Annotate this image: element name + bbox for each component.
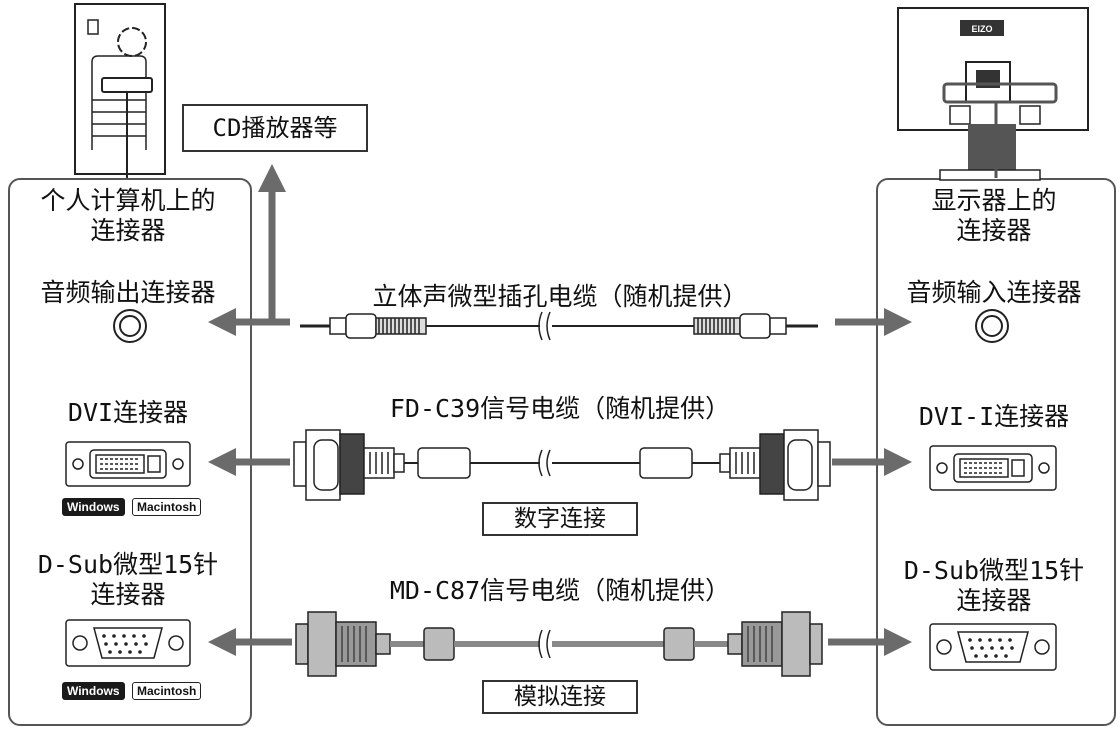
audio-out-jack-icon <box>113 309 147 343</box>
macintosh-badge: Macintosh <box>132 682 202 700</box>
windows-badge: Windows <box>62 682 125 700</box>
digital-connection-box: 数字连接 <box>482 502 638 536</box>
monitor-connectors-title: 显示器上的 连接器 <box>931 186 1057 245</box>
dvi-cable-label: FD-C39信号电缆（随机提供） <box>389 394 731 423</box>
audio-in-jack-icon <box>975 309 1009 343</box>
stereo-cable-label: 立体声微型插孔电缆（随机提供） <box>372 282 748 311</box>
dsub-cable-label: MD-C87信号电缆（随机提供） <box>389 576 731 605</box>
dvi-cable-icon <box>293 429 831 501</box>
dsub-port-monitor-icon <box>929 623 1057 671</box>
dsub-port-pc-icon <box>65 619 191 667</box>
macintosh-badge: Macintosh <box>132 498 202 516</box>
windows-badge: Windows <box>62 498 125 516</box>
dvi-i-port-monitor-icon <box>929 445 1057 491</box>
stereo-cable-icon <box>300 311 818 341</box>
pc-tower-icon <box>74 3 166 178</box>
monitor-back-icon: EIZO <box>897 7 1089 181</box>
dvi-label: DVI连接器 <box>67 398 189 427</box>
cd-player-box: CD播放器等 <box>182 104 368 152</box>
monitor-brand-logo: EIZO <box>971 24 992 34</box>
dvi-port-pc-icon <box>65 441 191 487</box>
audio-in-label: 音频输入连接器 <box>906 278 1082 307</box>
dsub-label: D-Sub微型15针 连接器 <box>37 550 219 609</box>
dvi-i-label: DVI-I连接器 <box>918 402 1070 431</box>
audio-out-label: 音频输出连接器 <box>40 278 216 307</box>
dsub-monitor-label: D-Sub微型15针 连接器 <box>903 556 1085 615</box>
analog-connection-box: 模拟连接 <box>482 680 638 714</box>
dsub-cable-icon <box>295 611 823 677</box>
pc-connectors-title: 个人计算机上的 连接器 <box>40 186 216 245</box>
